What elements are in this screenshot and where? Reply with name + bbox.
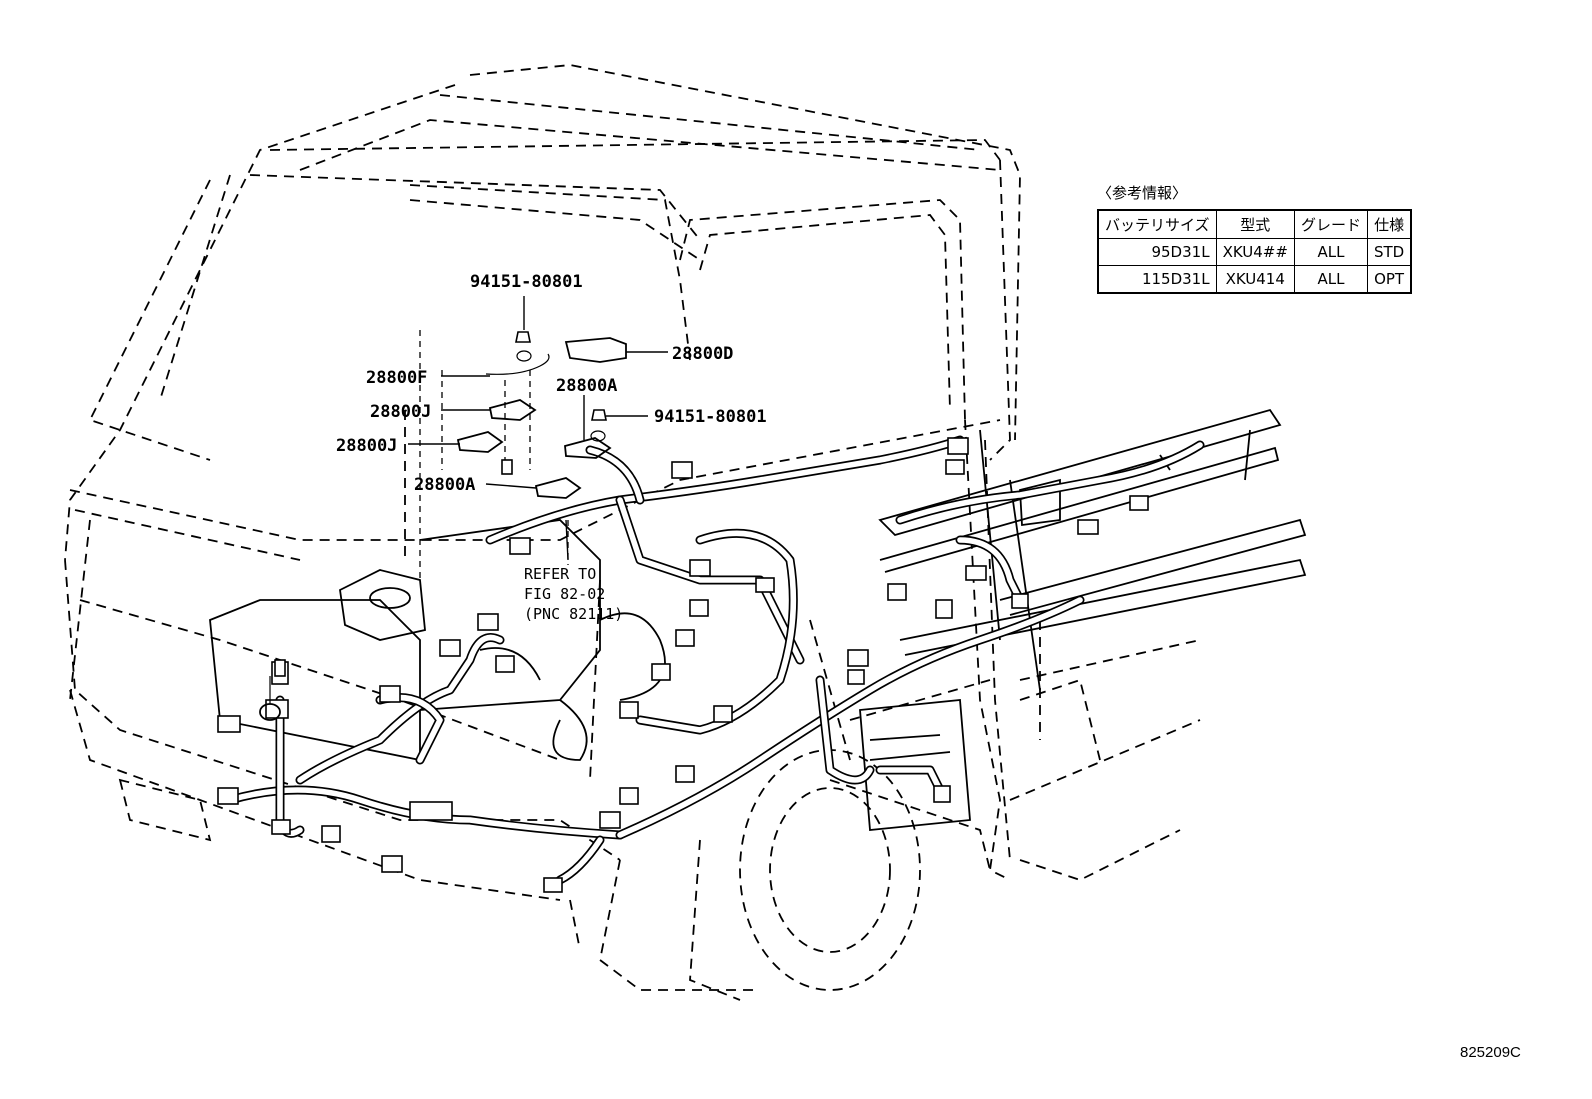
cell-battery-size: 115D31L [1097, 265, 1217, 294]
cell-spec: STD [1366, 238, 1412, 266]
callout-28800j-upper: 28800J [370, 402, 431, 422]
callout-94151-80801-top: 94151-80801 [470, 272, 583, 292]
cell-model: XKU414 [1215, 265, 1295, 294]
frame-rails [878, 408, 1307, 691]
cell-grade: ALL [1293, 238, 1368, 266]
header-spec: 仕様 [1366, 209, 1412, 239]
table-row: 115D31L XKU414 ALL OPT [1097, 265, 1412, 294]
connectors [217, 437, 1149, 893]
front-wheel [689, 749, 921, 1001]
table-row: 95D31L XKU4## ALL STD [1097, 238, 1412, 266]
battery-table: バッテリサイズ 型式 グレード 仕様 95D31L XKU4## ALL STD… [1097, 209, 1413, 294]
leader-lines [408, 296, 668, 580]
table-header-row: バッテリサイズ 型式 グレード 仕様 [1097, 209, 1412, 239]
cell-model: XKU4## [1215, 238, 1295, 266]
refer-note-line3: (PNC 82111) [524, 605, 623, 623]
header-battery-size: バッテリサイズ [1097, 209, 1217, 239]
callout-28800d: 28800D [672, 344, 733, 364]
cell-grade: ALL [1293, 265, 1368, 294]
header-grade: グレード [1293, 209, 1368, 239]
callout-28800j-lower: 28800J [336, 436, 397, 456]
reference-info-title: 〈参考情報〉 [1097, 184, 1188, 202]
refer-note-line2: FIG 82-02 [524, 585, 605, 603]
callout-94151-80801-mid: 94151-80801 [654, 407, 767, 427]
refer-note-line1: REFER TO [524, 565, 596, 583]
callout-28800f: 28800F [366, 368, 427, 388]
callout-28800a-lower: 28800A [414, 475, 475, 495]
cell-battery-size: 95D31L [1097, 238, 1217, 266]
figure-id: 825209C [1460, 1044, 1521, 1061]
reference-info: 〈参考情報〉 バッテリサイズ 型式 グレード 仕様 95D31L XKU4## … [1097, 182, 1413, 294]
ground-lead [259, 659, 286, 721]
wiring-harness [225, 435, 1205, 885]
cell-spec: OPT [1366, 265, 1412, 294]
header-model: 型式 [1215, 209, 1295, 239]
battery-cable-parts [456, 331, 627, 499]
callout-28800a-upper: 28800A [556, 376, 617, 396]
